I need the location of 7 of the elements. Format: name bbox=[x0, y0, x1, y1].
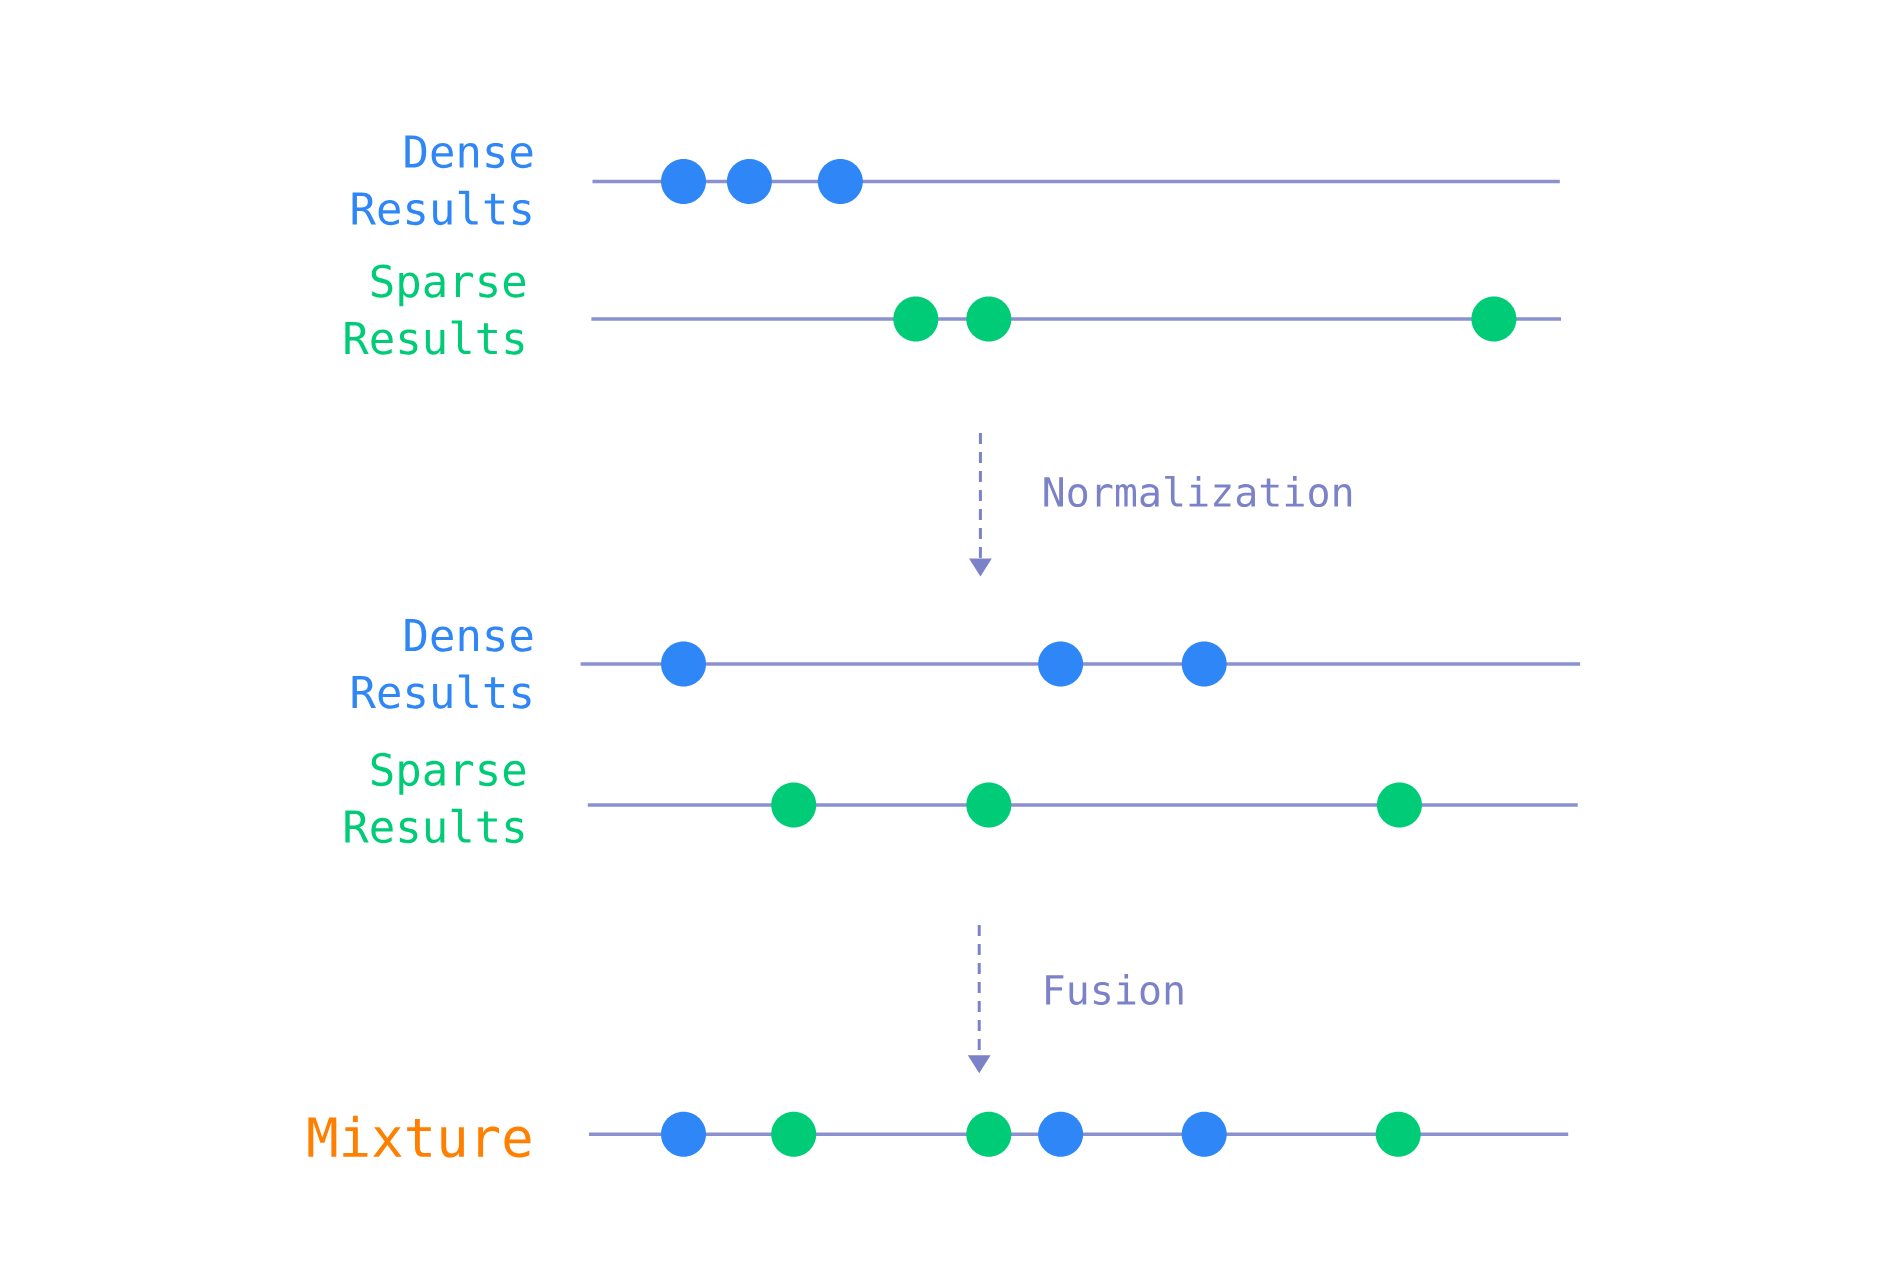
row-label: Dense Results bbox=[352, 619, 533, 709]
step-label: Fusion bbox=[1046, 974, 1183, 1005]
row-label: Sparse Results bbox=[345, 264, 526, 355]
step-label: Normalization bbox=[1044, 475, 1352, 508]
row-label: Mixture bbox=[308, 1115, 531, 1158]
row-label: Sparse Results bbox=[345, 752, 526, 844]
row-label: Dense Results bbox=[352, 135, 533, 226]
